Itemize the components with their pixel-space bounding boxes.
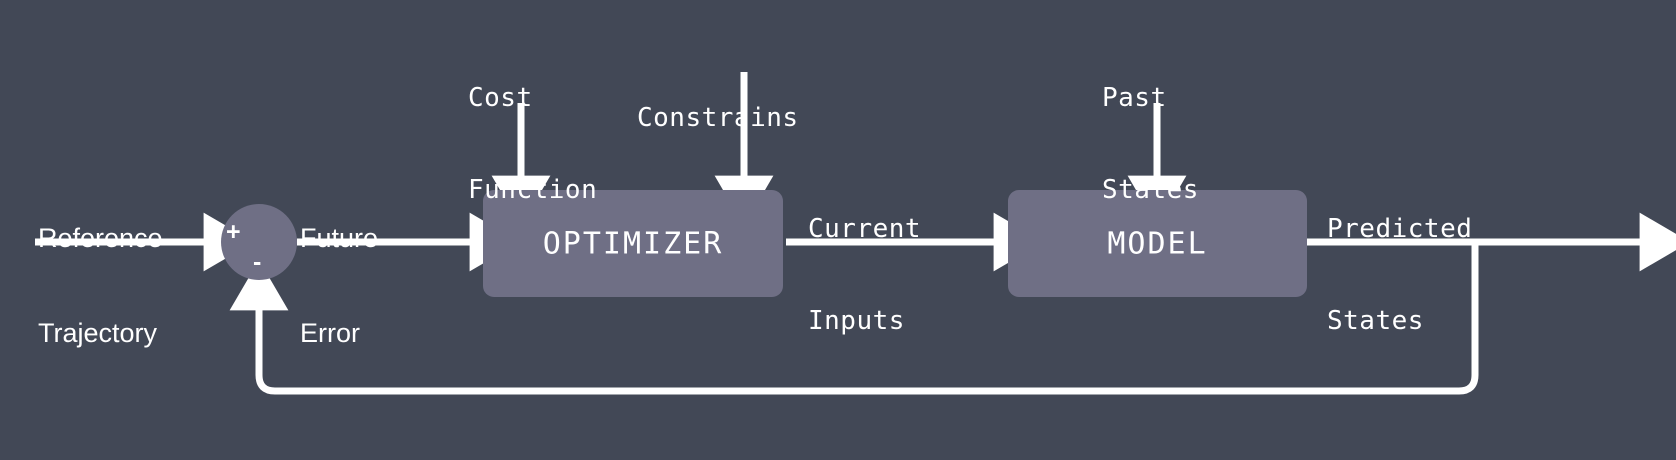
label-current-inputs-line2: Inputs: [808, 306, 905, 337]
summing-junction-minus-sign: -: [253, 248, 262, 276]
label-predicted-states: Predicted States: [1327, 153, 1472, 398]
label-reference-trajectory-line1: Reference: [38, 222, 163, 253]
summing-junction-plus-sign: +: [226, 218, 241, 246]
label-current-inputs: Current Inputs: [808, 153, 921, 398]
label-predicted-states-line2: States: [1327, 306, 1424, 337]
label-reference-trajectory-line2: Trajectory: [38, 318, 158, 349]
label-constrains-text: Constrains: [637, 103, 799, 134]
label-constrains: Constrains: [637, 42, 799, 195]
label-future-error: Future Error: [300, 159, 378, 414]
label-current-inputs-line1: Current: [808, 214, 922, 245]
label-reference-trajectory: Reference Trajectory: [38, 159, 163, 414]
block-optimizer-label: OPTIMIZER: [542, 226, 724, 261]
label-cost-function-line1: Cost: [468, 83, 533, 114]
label-past-states: Past States: [1102, 22, 1199, 267]
label-future-error-line1: Future: [300, 222, 379, 253]
label-past-states-line2: States: [1102, 175, 1199, 206]
label-future-error-line2: Error: [300, 318, 360, 349]
block-optimizer[interactable]: OPTIMIZER: [483, 190, 783, 297]
label-past-states-line1: Past: [1102, 83, 1167, 114]
label-cost-function-line2: Function: [468, 175, 598, 206]
feedback-loop-path: [229, 242, 1479, 395]
block-model[interactable]: MODEL: [1008, 190, 1307, 297]
block-model-label: MODEL: [1107, 226, 1208, 261]
summing-junction-circle: [221, 204, 297, 280]
label-cost-function: Cost Function: [468, 22, 597, 267]
label-predicted-states-line1: Predicted: [1327, 214, 1473, 245]
